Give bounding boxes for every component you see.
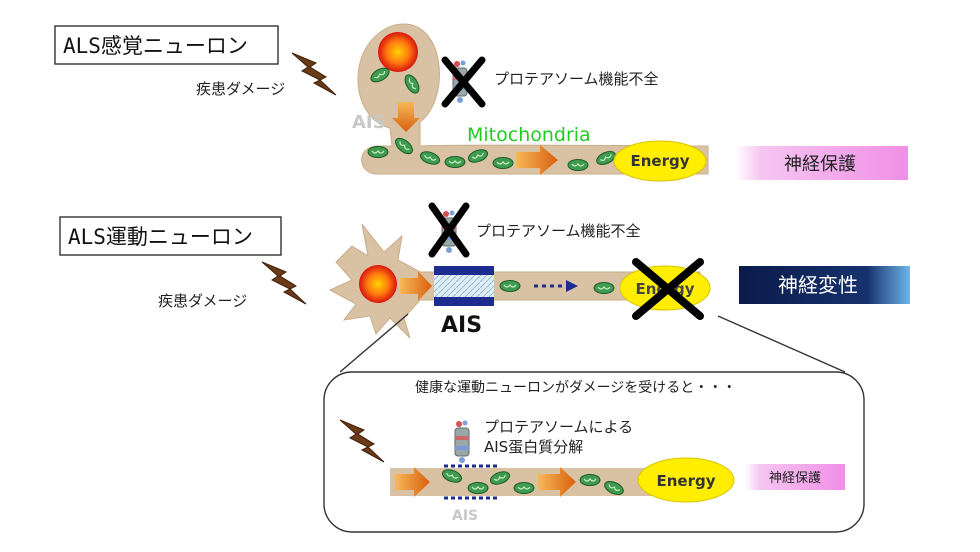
sensory-neuron-section: ALS感覚ニューロン 疾患ダメージ AIS Mitochondria プロテアソ… xyxy=(54,23,908,182)
inset-ais-label: AIS xyxy=(452,508,478,524)
inset-axon xyxy=(390,468,680,496)
sensory-ais-label: AIS xyxy=(352,112,386,133)
motor-nucleus xyxy=(359,265,397,303)
mitochondria-label: Mitochondria xyxy=(467,124,591,146)
inset-proteasome-line2: AIS蛋白質分解 xyxy=(484,438,583,456)
sensory-energy xyxy=(613,140,707,182)
sensory-title: ALS感覚ニューロン xyxy=(63,34,248,58)
right-arrow-icon xyxy=(400,271,432,301)
inset-proteasome-line1: プロテアソームによる xyxy=(484,418,633,436)
motor-outcome: 神経変性 xyxy=(778,273,858,297)
inset-protection-box xyxy=(745,464,845,490)
mitochondrion-icon xyxy=(593,281,615,295)
sensory-outcome: 神経保護 xyxy=(784,154,856,175)
sensory-energy-label: Energy xyxy=(630,152,689,170)
zoom-line-right xyxy=(717,315,846,373)
motor-neuron-section: ALS運動ニューロン 疾患ダメージ AIS プロテアソーム機能不全 Energy… xyxy=(59,202,910,339)
zoom-line-left xyxy=(339,313,409,373)
downward-arrow-icon xyxy=(392,102,420,132)
right-arrow-icon xyxy=(538,467,576,497)
degeneration-box xyxy=(739,266,910,304)
energy-loss-cross-icon xyxy=(632,258,704,320)
motor-proteasome-label: プロテアソーム機能不全 xyxy=(476,222,641,240)
sensory-nucleus xyxy=(378,32,418,72)
inset-caption: 健康な運動ニューロンがダメージを受けると・・・ xyxy=(415,379,736,396)
damage-bolt-icon xyxy=(291,52,337,96)
mitochondrion-icon xyxy=(499,279,521,293)
motor-ais-label: AIS xyxy=(441,313,482,338)
inset-energy xyxy=(637,457,735,503)
right-arrow-icon xyxy=(395,467,430,497)
inset-outcome: 神経保護 xyxy=(769,470,821,486)
protection-box xyxy=(735,146,908,180)
sensory-proteasome-label: プロテアソーム機能不全 xyxy=(494,70,659,88)
right-arrow-icon xyxy=(516,145,558,175)
inset-energy-label: Energy xyxy=(656,472,715,490)
inset-frame xyxy=(323,371,865,533)
motor-title: ALS運動ニューロン xyxy=(68,225,253,249)
dysfunction-cross-icon xyxy=(428,202,470,258)
dotted-arrow-head-icon xyxy=(566,280,578,292)
healthy-neuron-inset: 健康な運動ニューロンがダメージを受けると・・・ AIS プロテアソームによる A… xyxy=(323,313,865,533)
sensory-title-box xyxy=(54,25,279,65)
sensory-damage-label: 疾患ダメージ xyxy=(196,80,285,98)
motor-title-box xyxy=(59,216,282,256)
axon-initial-segment xyxy=(434,266,494,306)
motor-damage-label: 疾患ダメージ xyxy=(158,292,247,310)
damage-bolt-icon xyxy=(261,261,307,305)
dysfunction-cross-icon xyxy=(441,56,486,108)
